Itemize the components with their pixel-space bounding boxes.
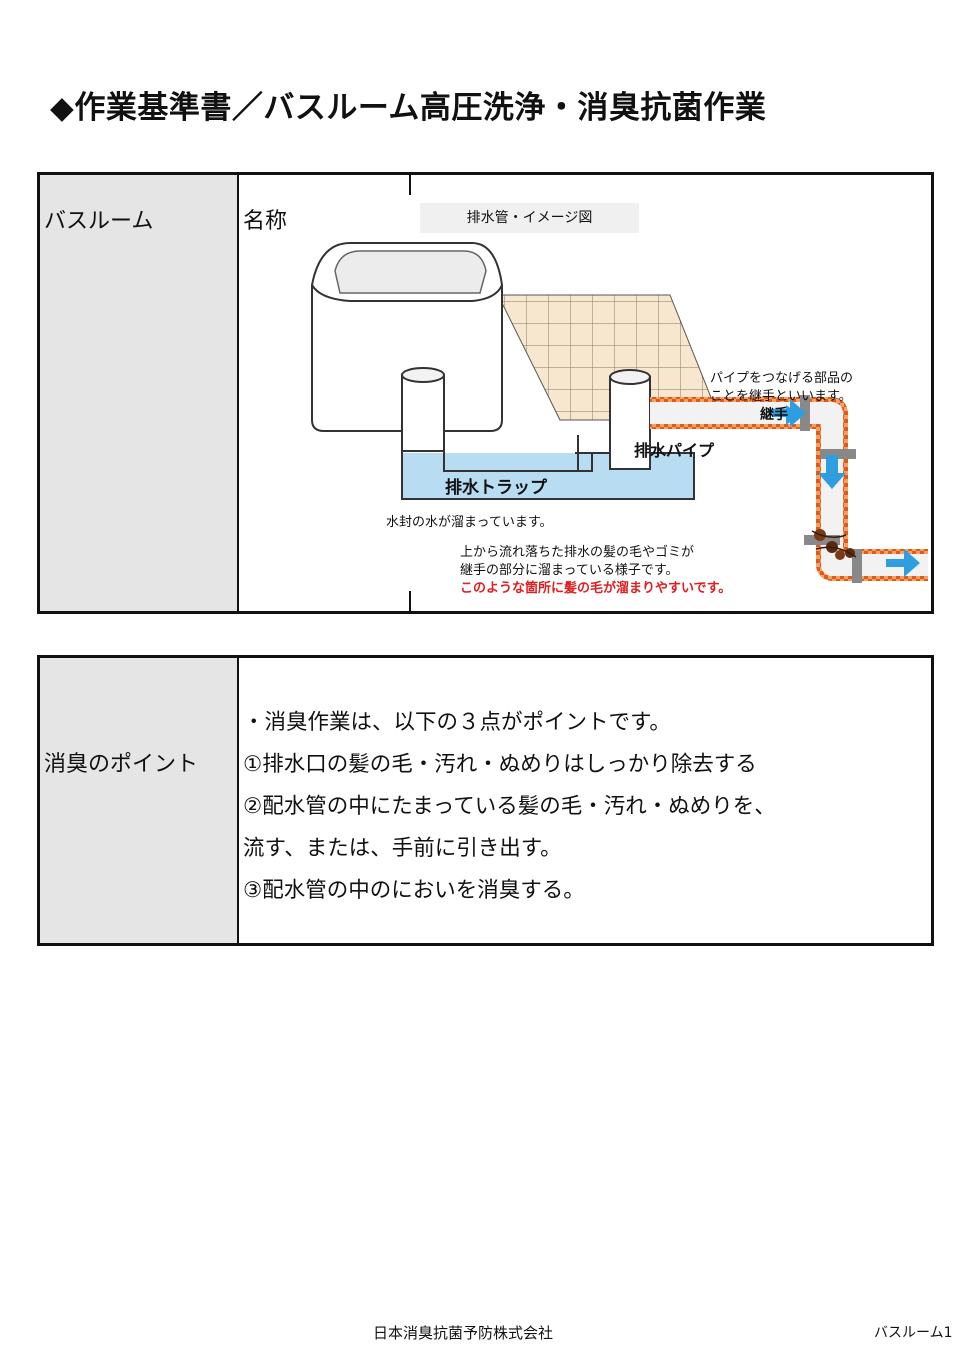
section-bathroom: バスルーム 名称 排水管・イメージ図 (37, 172, 934, 614)
point-line: 流す、または、手前に引き出す。 (243, 836, 562, 861)
name-label: 名称 (243, 209, 288, 234)
trap-label: 排水トラップ (445, 478, 547, 498)
divider-top (409, 175, 411, 195)
points-list: ・消臭作業は、以下の３点がポイントです。 ①排水口の髪の毛・汚れ・ぬめりはしっか… (243, 702, 776, 912)
joint-note-line2: ことを継手といいます。 (710, 389, 852, 404)
footer-page: バスルーム1 (874, 1325, 953, 1341)
point-line: ・消臭作業は、以下の３点がポイントです。 (243, 710, 671, 735)
section-label: バスルーム (44, 209, 154, 234)
warning-note: このような箇所に髪の毛が溜まりやすいです。 (460, 581, 732, 596)
point-line: ②配水管の中にたまっている髪の毛・汚れ・ぬめりを、 (243, 794, 776, 819)
flow-arrows (772, 399, 920, 577)
divider-bottom (409, 591, 411, 611)
debris-note-line2: 継手の部分に溜まっている様子です。 (460, 563, 679, 578)
debris-note-line1: 上から流れ落ちた排水の髪の毛やゴミが (460, 545, 695, 560)
drain-trap (401, 367, 695, 500)
point-line: ①排水口の髪の毛・汚れ・ぬめりはしっかり除去する (243, 752, 757, 777)
water-seal-note: 水封の水が溜まっています。 (386, 515, 553, 530)
point-line: ③配水管の中のにおいを消臭する。 (243, 878, 585, 903)
debris (811, 529, 857, 560)
section-deodorize: 消臭のポイント ・消臭作業は、以下の３点がポイントです。 ①排水口の髪の毛・汚れ… (37, 655, 934, 946)
drain-pipe-diagram (311, 242, 928, 583)
bathtub (311, 242, 503, 432)
joint-label: 継手 (760, 407, 788, 423)
joint-note-line1: パイプをつなげる部品の (710, 371, 854, 386)
diagram-caption: 排水管・イメージ図 (420, 203, 639, 233)
section-label: 消臭のポイント (44, 752, 199, 777)
label-cell: バスルーム (40, 175, 239, 611)
label-cell: 消臭のポイント (40, 658, 239, 943)
page-title: ◆作業基準書／バスルーム高圧洗浄・消臭抗菌作業 (50, 90, 767, 126)
footer-company: 日本消臭抗菌予防株式会社 (373, 1324, 554, 1342)
pipe-label: 排水パイプ (634, 441, 715, 460)
